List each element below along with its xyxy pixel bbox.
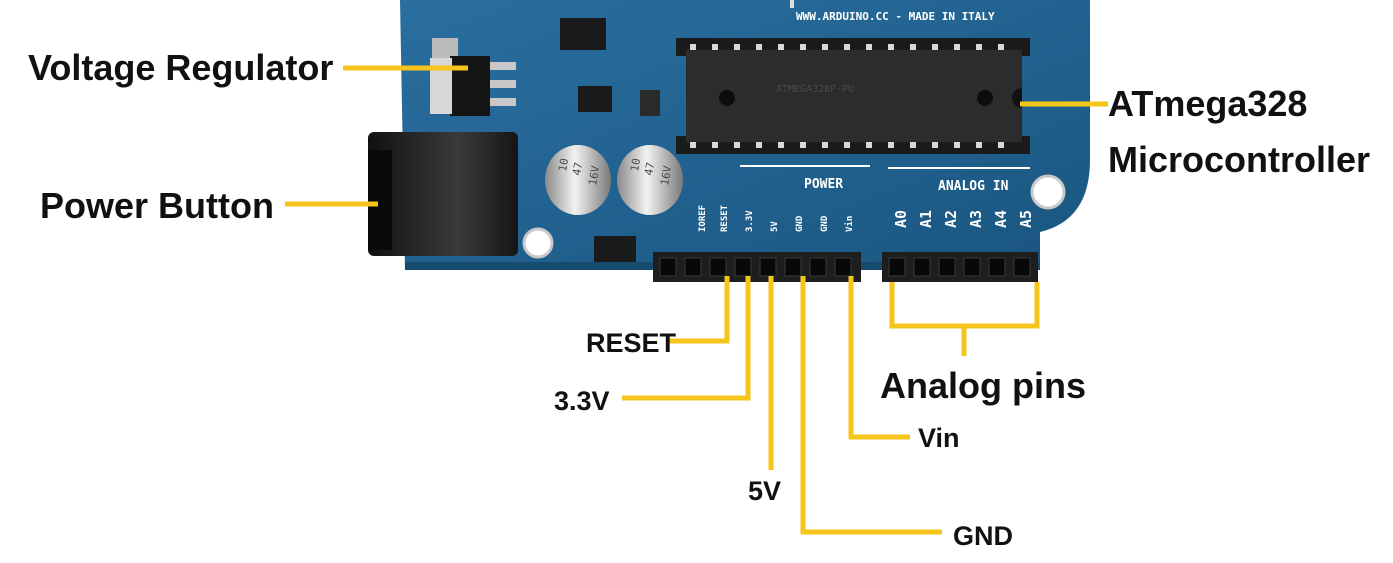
silkscreen-mark [790,0,794,8]
power-header [653,252,861,282]
power-header-label: POWER [804,177,843,192]
pin-label-a0: A0 [892,210,910,228]
label-atmega-line2: Microcontroller [1108,139,1370,180]
label-5v: 5V [748,476,781,506]
small-ic-chip [560,18,606,50]
board-website-text: WWW.ARDUINO.CC - MADE IN ITALY [796,10,995,23]
label-gnd: GND [953,521,1013,551]
atmega-chip: ATMEGA328P-PU [676,38,1030,154]
power-pin-labels: IOREF RESET 3.3V 5V GND GND Vin [698,204,855,232]
pin-label-vin: Vin [844,216,855,232]
leader-analog-bracket [889,282,1040,329]
capacitor-text: 10 [556,157,571,172]
label-atmega-line1: ATmega328 [1108,83,1307,124]
mounting-hole-right [1030,174,1066,210]
pin-label-a3: A3 [967,210,985,228]
pin-label-a5: A5 [1017,210,1035,228]
leader-vin [848,276,910,440]
pin-label-3v3: 3.3V [745,210,755,232]
capacitor-text: 16V [586,164,602,186]
regulator-lead [490,98,516,106]
leader-3v3 [622,276,751,401]
regulator-body [450,56,490,116]
analog-header [882,252,1038,282]
leader-lines [285,65,1108,535]
pin-label-5v: 5V [770,221,780,232]
chip-marking: ATMEGA328P-PU [776,84,854,95]
capacitor-text: 47 [642,161,657,176]
pin-label-a4: A4 [992,210,1010,228]
regulator-tab [432,38,458,58]
label-3v3: 3.3V [554,386,610,416]
analog-pin-labels: A0 A1 A2 A3 A4 A5 [892,210,1035,228]
pin-label-gnd: GND [795,215,805,232]
leader-reset [666,276,730,344]
capacitor-text: 10 [628,157,643,172]
analog-header-label: ANALOG IN [938,179,1009,194]
pin-label-gnd: GND [820,215,830,232]
pin-label-reset: RESET [720,204,730,232]
capacitor-2: 10 47 16V [617,145,683,215]
analog-header-body [882,252,1038,282]
pin-label-a1: A1 [917,210,935,228]
label-vin: Vin [918,423,960,453]
chip-notch [1012,88,1022,108]
capacitor-can [617,145,683,215]
chip-dimple [977,90,993,106]
small-component [640,90,660,116]
power-jack-body [368,132,518,256]
chip-dimple [719,90,735,106]
label-analog-pins: Analog pins [880,365,1086,406]
capacitor-can [545,145,611,215]
pin-label-ioref: IOREF [698,205,708,232]
regulator-lead [490,62,516,70]
label-power-button: Power Button [40,185,274,226]
capacitor-text: 16V [658,164,674,186]
power-header-body [653,252,861,282]
small-transistor [578,86,612,112]
power-jack-face [368,150,392,250]
mounting-hole-left [522,227,554,259]
regulator-heatsink [430,58,452,114]
leader-gnd [800,276,942,535]
capacitor-1: 10 47 16V [545,145,611,215]
diode-component [594,236,636,262]
power-jack [368,132,518,256]
regulator-lead [490,80,516,88]
label-voltage-regulator: Voltage Regulator [28,47,333,88]
chip-body [686,50,1022,142]
label-reset: RESET [586,328,677,358]
chip-pins [690,44,1004,148]
arduino-board: WWW.ARDUINO.CC - MADE IN ITALY [368,0,1090,282]
capacitor-text: 47 [570,161,585,176]
pin-label-a2: A2 [942,210,960,228]
